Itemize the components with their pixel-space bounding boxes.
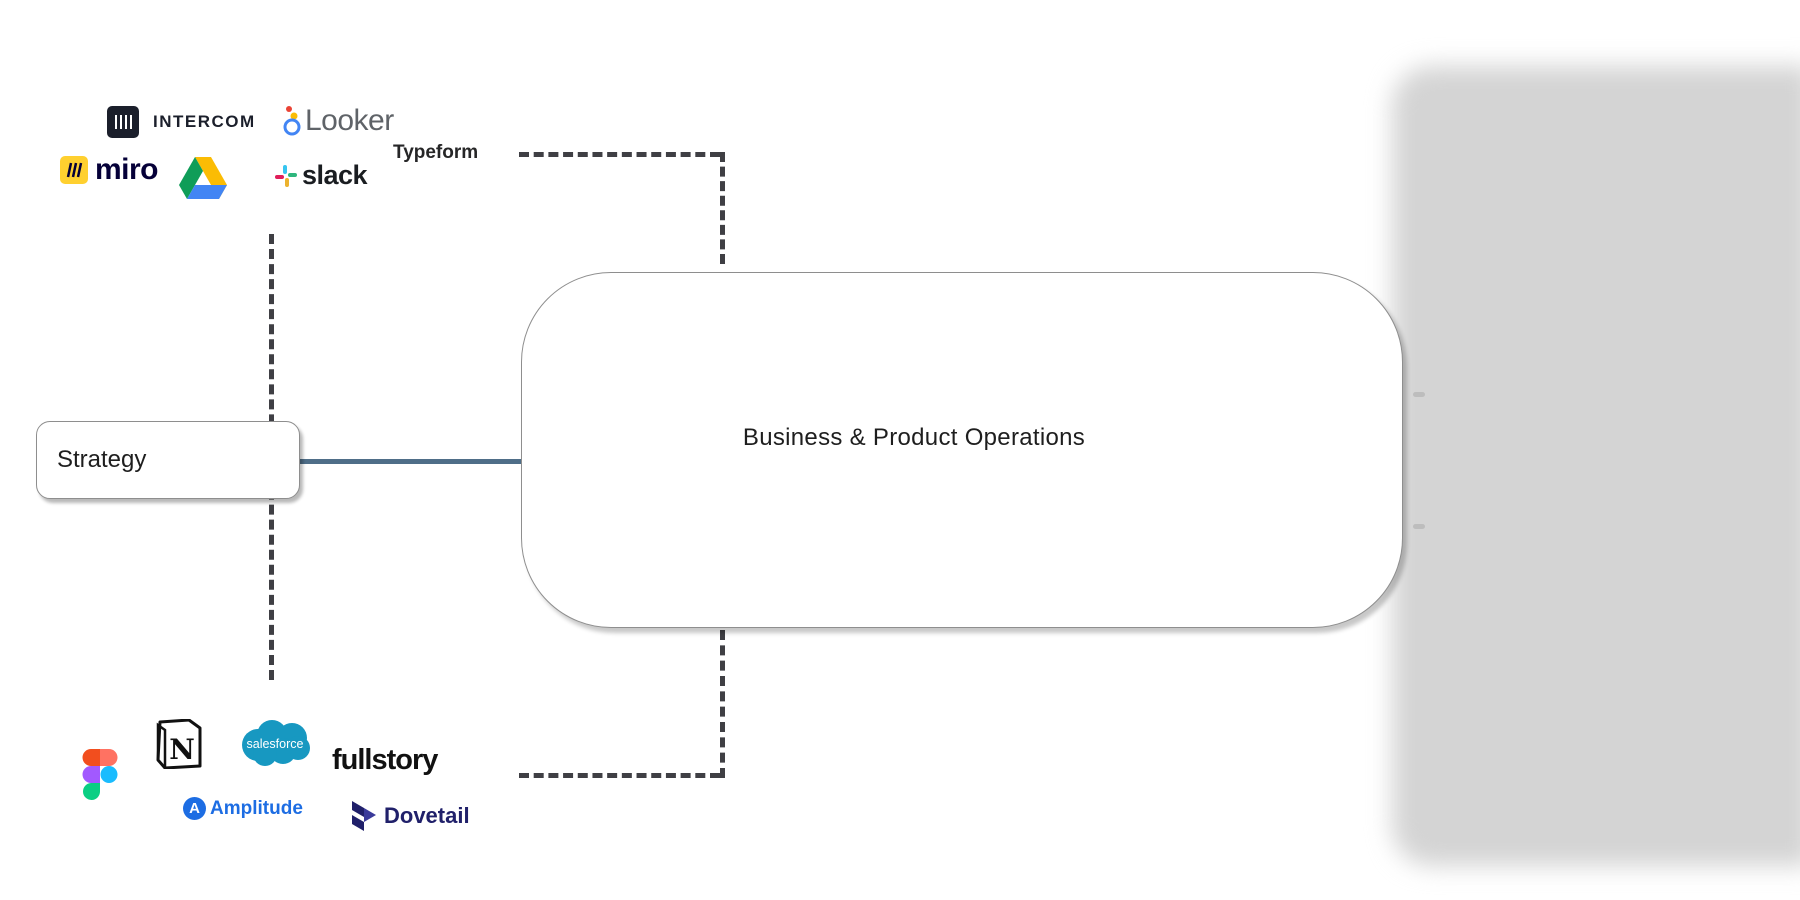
- amplitude-label: Amplitude: [210, 797, 303, 819]
- salesforce-label: salesforce: [247, 737, 304, 751]
- fullstory-logo: fullstory: [332, 744, 438, 777]
- dashed-connector-top: [519, 152, 720, 157]
- slack-logo: slack: [274, 160, 368, 191]
- intercom-icon: [107, 106, 139, 138]
- looker-icon: [283, 106, 301, 136]
- slack-label: slack: [302, 160, 368, 190]
- dovetail-label: Dovetail: [384, 803, 470, 828]
- salesforce-logo: salesforce: [238, 718, 312, 773]
- intercom-label: INTERCOM: [153, 112, 256, 131]
- miro-label: miro: [95, 153, 159, 186]
- dashed-connector-top-drop: [720, 152, 725, 264]
- miro-icon: [60, 156, 88, 184]
- miro-logo: miro: [60, 153, 159, 187]
- operations-node-label: Business & Product Operations: [742, 424, 1086, 451]
- dovetail-icon: [352, 801, 376, 831]
- dovetail-logo: Dovetail: [350, 801, 470, 831]
- strategy-to-operations-link: [300, 459, 522, 464]
- intercom-logo: INTERCOM: [107, 106, 256, 138]
- looker-label: Looker: [305, 104, 394, 137]
- dashed-connector-bottom: [519, 773, 720, 778]
- fullstory-label: fullstory: [332, 744, 438, 776]
- typeform-logo: Typeform: [393, 142, 478, 164]
- amplitude-logo: A Amplitude: [183, 797, 303, 820]
- typeform-label: Typeform: [393, 142, 479, 163]
- notion-icon: N: [155, 718, 203, 774]
- slack-icon: [275, 164, 297, 187]
- panel-connector-stub: [1413, 524, 1425, 529]
- svg-text:N: N: [169, 733, 195, 766]
- strategy-node[interactable]: Strategy: [36, 421, 300, 499]
- strategy-node-label: Strategy: [57, 446, 147, 473]
- amplitude-icon: A: [183, 797, 206, 820]
- figma-icon: [82, 749, 118, 806]
- side-panel: [1392, 66, 1800, 866]
- panel-connector-stub: [1413, 392, 1425, 397]
- google-drive-icon: [179, 157, 227, 204]
- operations-node[interactable]: Business & Product Operations: [521, 272, 1403, 628]
- dashed-connector-bottom-rise: [720, 630, 725, 778]
- looker-logo: Looker: [282, 104, 394, 138]
